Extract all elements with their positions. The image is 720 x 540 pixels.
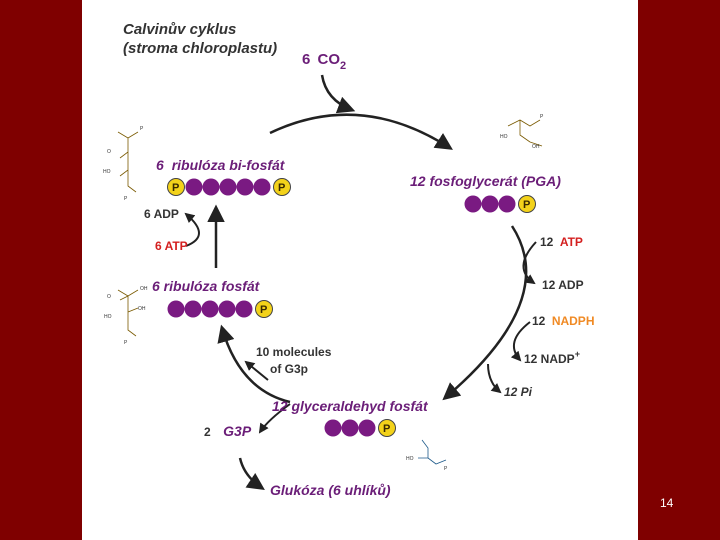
glucose-arrow [238,457,265,490]
svg-text:P: P [260,304,267,316]
adp-left-label: 6 ADP [144,207,179,221]
nadph-to-nadp-arrow [510,321,531,362]
title-line-2: (stroma chloroplastu) [123,40,277,57]
nadp-label: 12 NADP+ [524,349,580,366]
atp-adp-arrow-left [184,212,200,247]
structure-formula-icon-rubp [117,131,139,193]
rup-molecule: P [167,300,273,318]
svg-text:HO: HO [500,134,508,140]
svg-text:O: O [107,294,111,300]
svg-text:OH: OH [138,306,146,312]
svg-text:HO: HO [406,456,414,462]
cycle-arrow-right [442,225,528,401]
structure-formula-icon-rup [117,289,139,337]
atp-right-label: 12 ATP [540,233,583,250]
title-line-1: Calvinův cyklus [123,21,236,38]
svg-text:P: P [124,340,128,346]
g3p-out-label: 2 G3P [204,423,252,440]
structure-formula-icon-g3p [418,439,447,465]
svg-text:P: P [523,199,530,211]
co2-entry-arrow [320,74,356,114]
svg-text:P: P [444,466,448,472]
g3p-recycle-line-2: of G3p [270,362,308,376]
svg-text:P: P [124,196,128,202]
g3p-molecule: P [324,419,396,437]
svg-text:OH: OH [532,144,540,150]
structure-formula-icon-pga [507,119,543,147]
svg-text:HO: HO [104,314,112,320]
atp-left-label: 6 ATP [155,239,188,253]
g3p-recycle-line-1: 10 molecules [256,345,332,359]
recycle-arrow [244,360,269,381]
svg-text:P: P [383,423,390,435]
page-number: 14 [660,496,674,510]
rup-label: 6 ribulóza fosfát [152,278,261,294]
slide-area [82,0,638,540]
svg-text:P: P [172,182,179,194]
g3p-out-arrow [258,403,291,434]
adp-right-label: 12 ADP [542,278,584,292]
pga-molecule: P [464,195,536,213]
g3p-product-label: 12 glyceraldehyd fosfát [272,398,429,414]
cycle-arrow-bottom-left [217,324,291,404]
pi-label: 12 Pi [504,385,533,399]
svg-text:P: P [278,182,285,194]
svg-text:O: O [107,149,111,155]
svg-text:P: P [540,114,544,120]
co2-label: 6 CO2 [302,51,346,72]
svg-text:P: P [140,126,144,132]
svg-text:OH: OH [140,286,148,292]
rubp-label: 6 ribulóza bi-fosfát [156,157,286,173]
svg-text:HO: HO [103,169,111,175]
atp-to-adp-arrow [522,241,537,285]
nadph-label: 12 NADPH [532,312,594,329]
pi-out-arrow [487,363,502,394]
rubp-molecule: P P [167,178,291,196]
cycle-arrow-top [269,113,453,150]
pga-label: 12 fosfoglycerát (PGA) [410,173,561,189]
glucose-label: Glukóza (6 uhlíků) [270,482,391,498]
